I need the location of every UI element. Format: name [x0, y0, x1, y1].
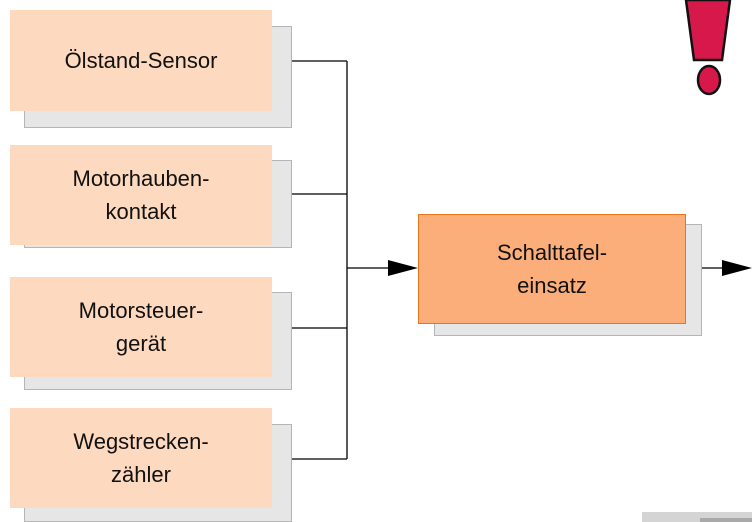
arrow-output [722, 260, 752, 276]
input-box-motorsteuer: Motorsteuer- gerät [10, 277, 272, 377]
target-box-schalttafel: Schalttafel- einsatz [418, 214, 686, 324]
corner-bar [642, 512, 752, 522]
arrow-to-target [388, 260, 418, 276]
input-box-motorhauben: Motorhauben- kontakt [10, 145, 272, 245]
corner-bar-dark [700, 518, 752, 522]
input-box-wegstrecken: Wegstrecken- zähler [10, 408, 272, 508]
input-box-oelstand: Ölstand-Sensor [10, 10, 272, 111]
exclamation-mark-icon [684, 0, 732, 96]
